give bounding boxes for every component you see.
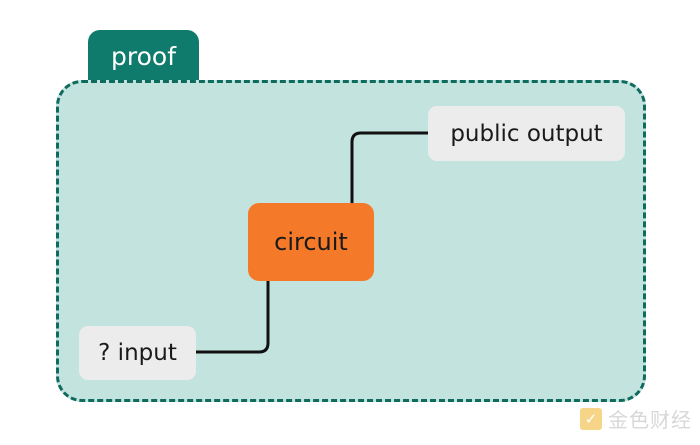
watermark-logo-icon: ✓ [580, 407, 602, 430]
watermark: ✓ 金色财经 [580, 404, 692, 433]
wire-input-to-circuit [196, 281, 270, 354]
wire-circuit-to-public-output [350, 131, 428, 203]
proof-tab-label: proof [88, 30, 199, 88]
watermark-text: 金色财经 [608, 408, 692, 432]
private-input-node: ? input [79, 326, 196, 380]
circuit-node: circuit [248, 203, 374, 281]
public-output-node: public output [428, 106, 625, 161]
